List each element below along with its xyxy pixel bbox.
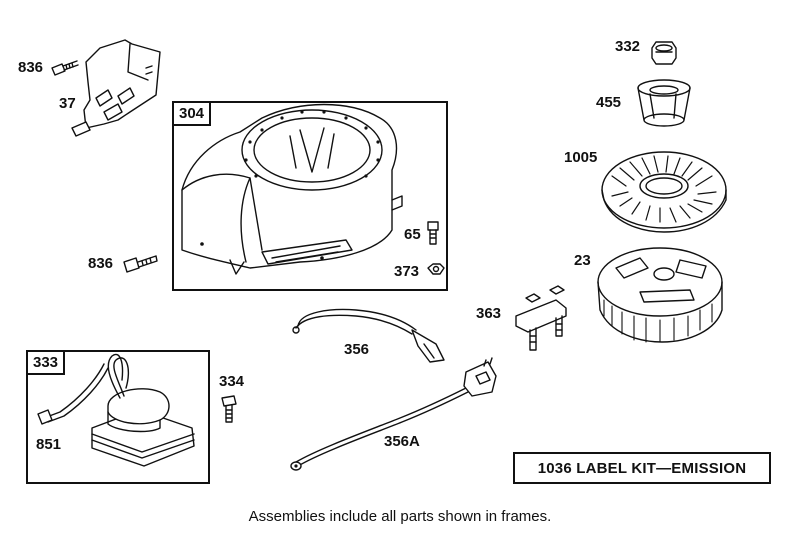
- screw-334-drawing: [221, 395, 237, 423]
- blower-housing-304-drawing: [181, 103, 403, 275]
- callout-1005: 1005: [564, 149, 598, 166]
- ground-wire-356-drawing: [292, 308, 445, 363]
- callout-356A: 356A: [384, 433, 420, 450]
- label-kit-box: 1036 LABEL KIT—EMISSION: [513, 452, 771, 484]
- frame-304: 304: [172, 101, 448, 291]
- callout-836-mid: 836: [88, 255, 114, 272]
- callout-373: 373: [394, 263, 420, 280]
- callout-37: 37: [59, 95, 76, 112]
- frame-304-tag: 304: [174, 103, 212, 126]
- callout-65: 65: [404, 226, 421, 243]
- starter-cup-455-drawing: [637, 79, 691, 127]
- callout-332: 332: [615, 38, 641, 55]
- fan-1005-drawing: [601, 151, 727, 233]
- bracket-37-drawing: [71, 39, 161, 137]
- callout-23: 23: [574, 252, 591, 269]
- callout-851: 851: [36, 436, 62, 453]
- flywheel-23-drawing: [597, 247, 723, 343]
- nut-373-drawing: [427, 263, 445, 275]
- frame-333: 333: [26, 350, 210, 484]
- callout-836-top: 836: [18, 59, 44, 76]
- nut-332-drawing: [651, 41, 677, 65]
- callout-363: 363: [476, 305, 502, 322]
- ignition-wire-356A-drawing: [290, 357, 497, 471]
- bolt-836-top-drawing: [51, 60, 79, 76]
- bolt-65-drawing: [427, 221, 439, 245]
- armature-bracket-363-drawing: [515, 285, 567, 351]
- bolt-836-mid-drawing: [123, 255, 158, 273]
- callout-334: 334: [219, 373, 245, 390]
- ignition-coil-333-drawing: [37, 353, 195, 467]
- label-kit-text: 1036 LABEL KIT—EMISSION: [537, 459, 747, 477]
- frame-333-tag: 333: [28, 352, 66, 375]
- callout-455: 455: [596, 94, 622, 111]
- footnote: Assemblies include all parts shown in fr…: [248, 508, 552, 525]
- callout-356: 356: [344, 341, 370, 358]
